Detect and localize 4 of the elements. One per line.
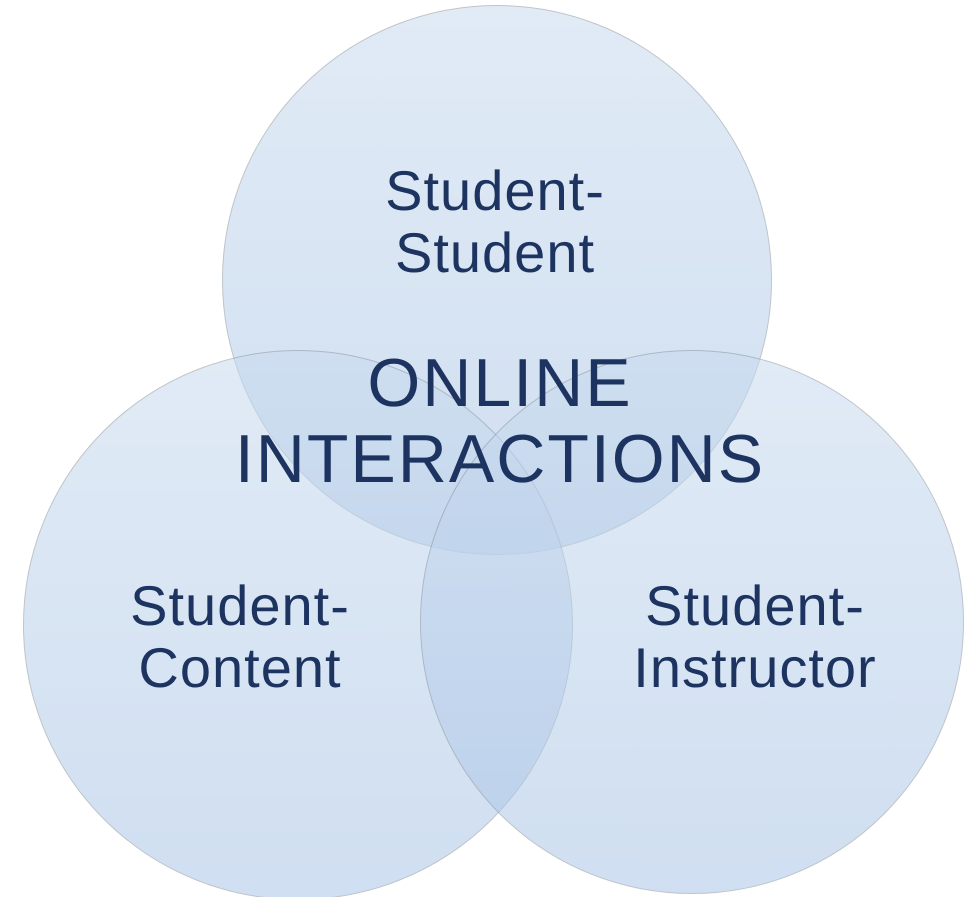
circle-label: Student-Instructor <box>632 575 878 699</box>
circle-label: Student-Content <box>129 575 351 699</box>
center-title: ONLINE INTERACTIONS <box>234 345 766 497</box>
circle-label: Student-Student <box>384 160 606 284</box>
